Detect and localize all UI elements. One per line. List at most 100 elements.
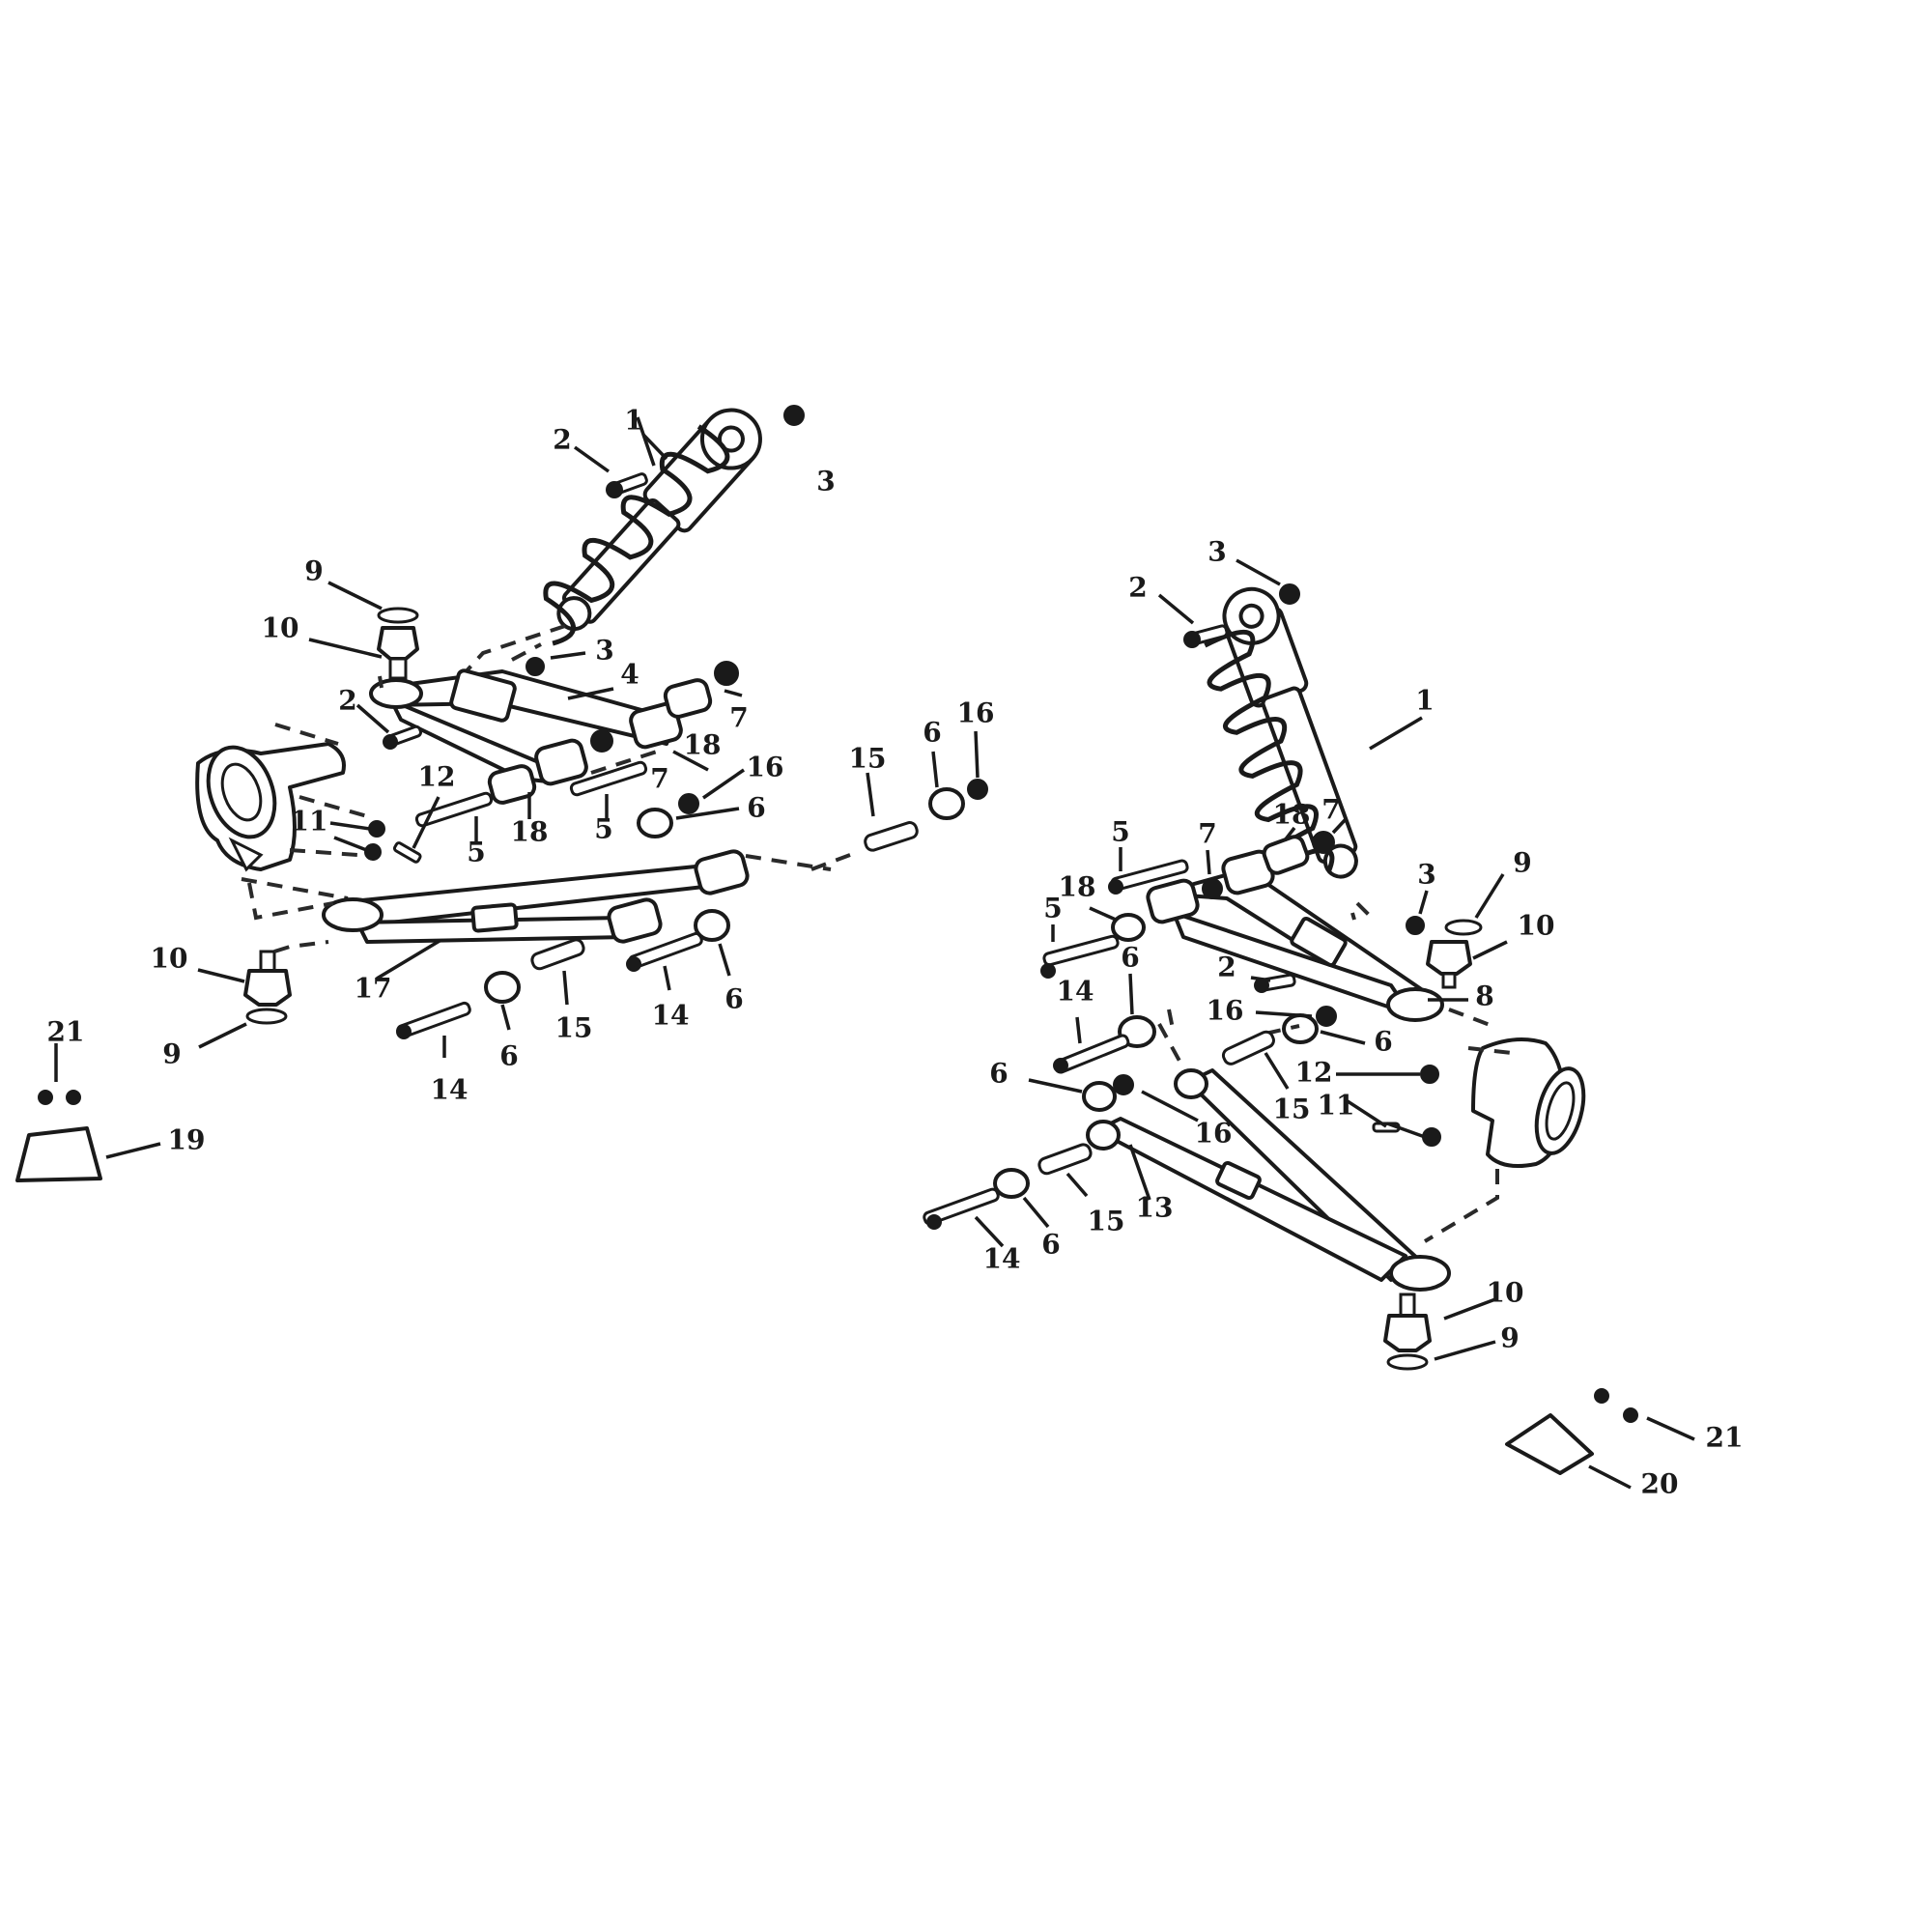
- callout-right-washer-7: 7: [1198, 818, 1216, 850]
- right-ball-joint-10: [1426, 940, 1472, 989]
- left-lower-a-arm: [322, 849, 750, 944]
- callout-right-nut-6-top: 6: [1121, 942, 1139, 974]
- callout-left-pin-15-right: 15: [849, 743, 887, 775]
- callout-left-bolt-5-b: 5: [594, 813, 612, 845]
- left-washer-7-mid: [590, 729, 613, 753]
- left-bolt-5-b: [569, 760, 648, 797]
- callout-right-bolt-2: 2: [1217, 952, 1236, 983]
- left-washer-7-rear: [714, 661, 739, 686]
- callout-left-bushing-18-rear: 18: [684, 729, 722, 761]
- callout-right-bolt-14-top: 14: [1057, 976, 1094, 1008]
- callout-right-ball-joint-10: 10: [1518, 910, 1555, 942]
- callout-right-bolt-2-shock: 2: [1128, 572, 1147, 604]
- right-bushing-18: [1111, 913, 1146, 942]
- callout-labels: 1 2 3 9 10 3 4 2 12 18 7 7 18 5 5 11 16 …: [47, 405, 1744, 1500]
- callout-right-boot-9: 9: [1513, 847, 1531, 879]
- callout-left-nut-6-mid: 6: [747, 792, 765, 824]
- callout-left-bolt-12: 12: [418, 761, 456, 793]
- callout-right-upper-arm-8: 8: [1475, 980, 1493, 1012]
- callout-right-bolt-12: 12: [1295, 1057, 1333, 1089]
- callout-left-cover-19: 19: [168, 1124, 206, 1156]
- left-nut-3-upper: [526, 657, 545, 676]
- right-nut-3-top: [1279, 583, 1300, 605]
- callout-right-nut-6-low: 6: [1041, 1229, 1060, 1261]
- right-steering-knuckle: [1471, 1037, 1586, 1168]
- right-cover-20: [1505, 1413, 1594, 1475]
- left-nut-6-low-right: [694, 909, 730, 942]
- left-screw-21-a: [38, 1090, 53, 1105]
- callout-right-ball-joint-lower-10: 10: [1487, 1277, 1524, 1309]
- callout-right-bolt-5-mid: 5: [1043, 893, 1062, 924]
- callout-left-nut-11: 11: [291, 806, 328, 838]
- left-bolt-2-upper: [383, 724, 422, 750]
- left-cover-19: [15, 1126, 102, 1182]
- left-pin-15-low: [530, 938, 585, 971]
- right-washer-7-b: [1312, 831, 1335, 854]
- left-nut-16-mid: [678, 793, 699, 814]
- right-nut-16-b: [1113, 1074, 1134, 1095]
- left-assembly: [15, 405, 988, 1182]
- callout-left-ball-joint-lower-10: 10: [151, 943, 188, 975]
- left-nut-3-top: [783, 405, 805, 426]
- callout-left-nut-16-right: 16: [957, 697, 995, 729]
- callout-left-washer-7-mid: 7: [650, 763, 668, 795]
- callout-right-pin-15-low: 15: [1088, 1206, 1125, 1237]
- right-boot-9: [1444, 919, 1483, 936]
- callout-left-bolt-2-upper: 2: [338, 685, 356, 717]
- right-shock-absorber: [1204, 586, 1358, 879]
- callout-right-nut-3-shock: 3: [1208, 536, 1226, 568]
- callout-right-bolt-5-top: 5: [1111, 816, 1129, 848]
- callout-left-shock: 1: [624, 405, 642, 437]
- left-bolt-2-top: [606, 472, 648, 498]
- callout-left-nut-6-right: 6: [923, 717, 941, 749]
- left-nut-11-b: [364, 843, 382, 861]
- left-nut-6-low: [484, 971, 521, 1004]
- left-bushing-18-rear: [663, 678, 713, 719]
- right-bushing-18-top: [1262, 835, 1310, 875]
- callout-left-boot-lower-9: 9: [162, 1038, 181, 1070]
- callout-right-washer-7-b: 7: [1321, 794, 1340, 826]
- callout-left-bolt-14-low: 14: [431, 1074, 469, 1106]
- callout-right-bolt-16: 16: [1207, 995, 1244, 1027]
- callout-right-lower-arm-13: 13: [1136, 1192, 1174, 1224]
- callout-left-upper-arm-4: 4: [620, 659, 639, 691]
- left-nut-11-a: [368, 820, 385, 838]
- left-nut-6-right: [928, 787, 965, 820]
- right-nut-6-left: [1082, 1081, 1117, 1112]
- right-washer-7: [1202, 878, 1223, 899]
- callout-right-bushing-18-top: 18: [1273, 799, 1311, 831]
- callout-right-boot-lower-9: 9: [1500, 1322, 1519, 1354]
- left-upper-a-arm: [369, 668, 683, 786]
- right-lower-a-arm: [1086, 1068, 1451, 1292]
- callout-left-pin-15-low: 15: [555, 1012, 593, 1044]
- left-shock-absorber: [543, 408, 762, 646]
- callout-left-washer-7-rear: 7: [729, 702, 748, 734]
- right-nut-6-mid: [1282, 1013, 1319, 1044]
- right-bolt-12-nut: [1420, 1065, 1439, 1084]
- right-upper-a-arm: [1146, 849, 1444, 1022]
- right-nut-11: [1422, 1127, 1441, 1147]
- callout-left-nut-3-upper: 3: [595, 635, 613, 667]
- left-ball-joint-lower: [243, 950, 292, 1025]
- callout-right-bolt-16-b: 16: [1195, 1118, 1233, 1150]
- callout-left-bolt-5-a: 5: [467, 837, 485, 868]
- left-bolt-12: [392, 841, 422, 864]
- callout-left-boot-9: 9: [304, 555, 323, 587]
- callout-left-lower-arm-17: 17: [355, 973, 392, 1005]
- leader-lines: [54, 416, 1695, 1490]
- callout-right-pin-15-mid: 15: [1273, 1094, 1311, 1125]
- right-assembly: [923, 583, 1638, 1475]
- callout-left-ball-joint-10: 10: [262, 612, 299, 644]
- callout-left-bolt-14-right: 14: [652, 1000, 690, 1032]
- left-nut-6-mid: [637, 808, 673, 838]
- left-steering-knuckle: [195, 742, 346, 872]
- callout-right-nut-6-left: 6: [989, 1058, 1008, 1090]
- right-screw-21-b: [1623, 1407, 1638, 1423]
- callout-right-bolt-14-low: 14: [983, 1243, 1021, 1275]
- callout-right-nut-11: 11: [1318, 1090, 1355, 1122]
- callout-left-bushing-18-mid: 18: [511, 816, 549, 848]
- right-bolt-2-top: [1183, 624, 1229, 648]
- right-nut-6-low: [993, 1168, 1030, 1199]
- callout-left-nut-6-low: 6: [499, 1040, 518, 1072]
